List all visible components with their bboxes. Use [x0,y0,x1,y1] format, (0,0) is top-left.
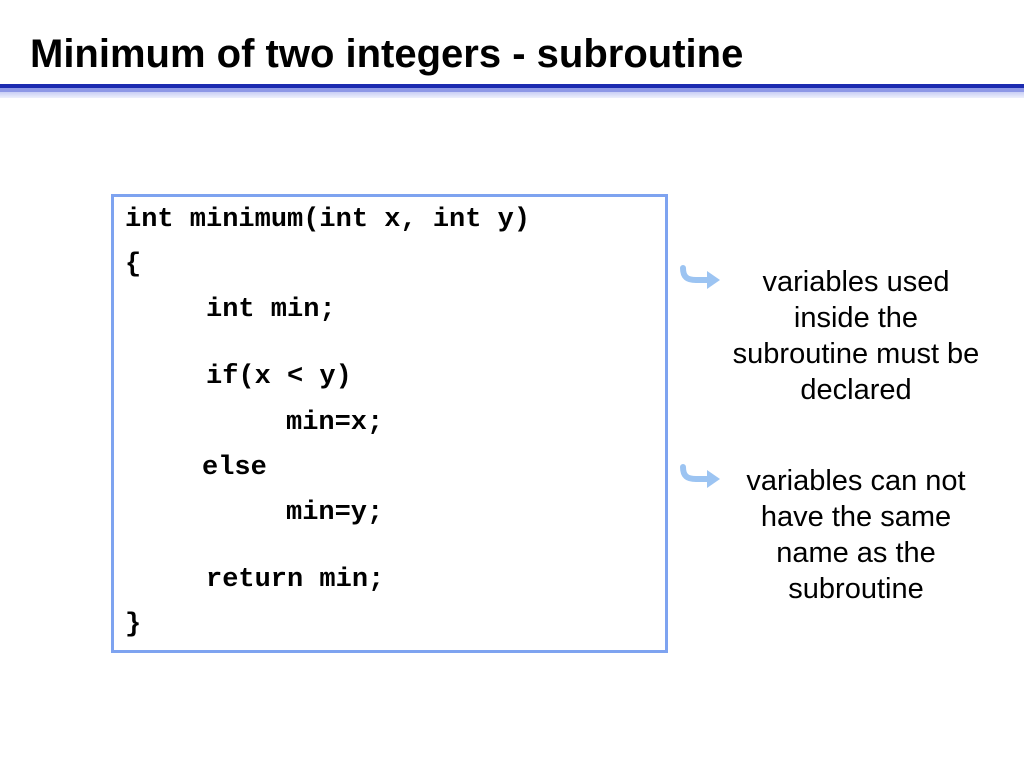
title-underline [0,84,1024,98]
note-declare-variables: variables used inside the subroutine mus… [680,264,1010,406]
code-line: int min; [206,295,336,325]
slide-title: Minimum of two integers - subroutine [30,32,744,76]
code-line: int minimum(int x, int y) [125,205,531,235]
code-line: { [125,250,142,280]
code-line: min=x; [286,408,384,438]
code-line: if(x < y) [206,362,352,392]
code-line: else [202,453,267,483]
code-line: return min; [206,565,385,595]
note-text: variables used inside the subroutine mus… [732,266,980,406]
curved-arrow-icon [680,464,720,488]
code-line: min=y; [286,498,384,528]
curved-arrow-icon [680,265,720,289]
code-line: } [125,610,142,640]
note-naming-rule: variables can not have the same name as … [680,463,1010,605]
code-block: int minimum(int x, int y) { int min; if(… [111,194,668,653]
note-text: variables can not have the same name as … [746,465,966,605]
